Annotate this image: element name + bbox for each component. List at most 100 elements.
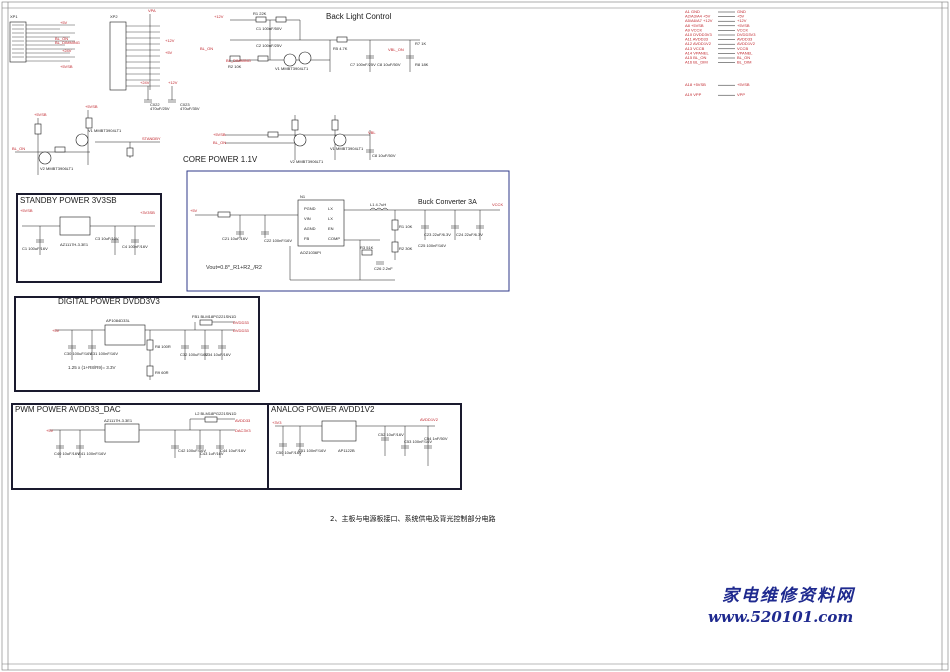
svg-text:VIN: VIN: [304, 216, 311, 221]
svg-text:C24 22uF/6.3V: C24 22uF/6.3V: [456, 232, 483, 237]
watermark: 家电维修资料网 www.520101.com: [708, 586, 856, 626]
part-label: R5 4.7K: [333, 46, 348, 51]
svg-text:L1 4.7uH: L1 4.7uH: [370, 202, 386, 207]
svg-text:FB1 BLM18PG221SN1D: FB1 BLM18PG221SN1D: [192, 314, 236, 319]
part-label: R1 22K: [253, 11, 267, 16]
part-label: C8 10uF/50V: [372, 153, 396, 158]
svg-text:STANDBY: STANDBY: [142, 136, 161, 141]
svg-text:VBL: VBL: [368, 130, 376, 135]
analog-power-section: ANALOG POWER AVDD1V2 AP1122B +3V3 AVDD1V…: [267, 403, 462, 490]
part-label: V2 MMBT3906LT1: [40, 166, 74, 171]
part-label: V1 MMBT3904LT1: [275, 66, 309, 71]
section-title-core: CORE POWER 1.1V: [183, 155, 258, 164]
svg-text:PGND: PGND: [304, 206, 316, 211]
digital-formula: 1.25 x (1+R8/R9)= 3.3V: [68, 365, 116, 370]
svg-text:C21 10uF/16V: C21 10uF/16V: [222, 236, 248, 241]
net-label: +24V: [62, 48, 72, 53]
svg-text:+5VSB: +5VSB: [213, 132, 226, 137]
svg-text:C41 100nF/16V: C41 100nF/16V: [78, 451, 106, 456]
net-label: +5V: [165, 50, 173, 55]
part-label: C8 10uF/50V: [377, 62, 401, 67]
side-net-tag: +5VSB: [737, 82, 750, 87]
side-net-name: A10 DVDD3V3: [685, 32, 712, 37]
watermark-cn: 家电维修资料网: [722, 586, 856, 606]
svg-text:C40 10uF/16V: C40 10uF/16V: [54, 451, 80, 456]
side-net-tag: +5V: [737, 14, 745, 19]
side-net-tag: VCCK: [737, 27, 748, 32]
side-net-name: A15 BL_ON: [685, 55, 706, 60]
net-label: BL_ON: [55, 36, 68, 41]
digital-in-net: +5V: [52, 328, 60, 333]
svg-text:C42 100uF/16V: C42 100uF/16V: [178, 448, 206, 453]
side-net-name: A2/A3/A4 +5V: [685, 14, 711, 19]
net-label: +5V: [60, 20, 68, 25]
svg-text:+24V: +24V: [140, 80, 150, 85]
svg-text:FB: FB: [304, 236, 309, 241]
backlight-title: Back Light Control: [326, 12, 392, 21]
side-net-tag: +12V: [737, 18, 747, 23]
side-net-name: A5/A6/A7 +12V: [685, 18, 713, 23]
side-net-name: A9 VCCK: [685, 27, 702, 32]
core-ic: [297, 199, 345, 247]
core-power-section: CORE POWER 1.1V Buck Converter 3A Vout=0…: [183, 155, 510, 292]
svg-text:470uF/25V: 470uF/25V: [150, 106, 170, 111]
side-net-tag: VPANEL: [737, 50, 753, 55]
section-title-analog: ANALOG POWER AVDD1V2: [271, 405, 375, 414]
pwm-ic-label: AZ1117H-3.3E1: [104, 418, 133, 423]
svg-text:C023: C023: [180, 102, 190, 107]
svg-text:C30 100uF/16V: C30 100uF/16V: [64, 351, 92, 356]
buck-label: Buck Converter 3A: [418, 199, 477, 206]
side-net-tag: GND: [737, 9, 746, 14]
digital-out-net: DVDD33: [233, 320, 250, 325]
svg-text:L2 BLM18PG221SN1D: L2 BLM18PG221SN1D: [195, 411, 236, 416]
backlight-switch: +5VSB BL_ON VBL V2 MMBT3906LT1 V1 MMBT39…: [213, 115, 396, 164]
part-label: R2 10K: [228, 64, 242, 69]
vbl-label: VBL_ON: [388, 47, 404, 52]
svg-text:C3 10uF/10V: C3 10uF/10V: [95, 236, 119, 241]
page-caption: 2、主板与电源板接口、系统供电及背光控制部分电路: [330, 514, 495, 523]
svg-text:LX: LX: [328, 216, 333, 221]
side-net-tag: AVDD1V2: [737, 41, 756, 46]
net-label: +5VSB: [60, 64, 73, 69]
side-net-tag: AVDD33: [737, 37, 753, 42]
net-label: +12V: [214, 14, 224, 19]
part-label: C7 100nF/25V: [350, 62, 376, 67]
pwm-power-section: PWM POWER AVDD33_DAC AZ1117H-3.3E1 +5V A…: [11, 403, 269, 490]
svg-text:R1 10K: R1 10K: [399, 224, 413, 229]
side-net-name: A19 VPP: [685, 92, 702, 97]
svg-text:C34 10uF/16V: C34 10uF/16V: [205, 352, 231, 357]
side-net-tag: DVDD3V3: [737, 32, 756, 37]
connector-xp2-label: XP2: [110, 14, 118, 19]
svg-text:+5VSB: +5VSB: [34, 112, 47, 117]
net-label: +12V: [165, 38, 175, 43]
svg-text:C26 2.2nF: C26 2.2nF: [374, 266, 393, 271]
pwm-out-net: AVDD33: [235, 418, 251, 423]
svg-text:+5VSB: +5VSB: [85, 104, 98, 109]
side-net-name: A12 AVDD1V2: [685, 41, 712, 46]
part-label: V2 MMBT3906LT1: [290, 159, 324, 164]
digital-power-section: DIGITAL POWER DVDD3V3 AP1084D33L +5V DVD…: [14, 296, 260, 392]
side-net-name: A11 AVDD33: [685, 37, 709, 42]
core-formula: Vout=0.8*_R1+R2_/R2: [206, 265, 262, 271]
svg-text:R2 30K: R2 30K: [399, 246, 413, 251]
svg-text:C50 10uF/16V: C50 10uF/16V: [276, 450, 302, 455]
side-net-tag: BL_DIM: [737, 60, 751, 65]
side-net-name: A18 +5VSB: [685, 82, 706, 87]
net-label: BL_ON: [200, 46, 213, 51]
side-net-tag: VCCB: [737, 46, 748, 51]
svg-text:C4 100nF/16V: C4 100nF/16V: [122, 244, 148, 249]
svg-text:COMP: COMP: [328, 236, 340, 241]
svg-text:LX: LX: [328, 206, 333, 211]
svg-text:C44 10uF/16V: C44 10uF/16V: [220, 448, 246, 453]
bl-on-label: BL_ON: [12, 146, 25, 151]
svg-text:C25 100nF/16V: C25 100nF/16V: [418, 243, 446, 248]
svg-text:R3 51K: R3 51K: [360, 245, 374, 250]
svg-text:C54 1nF/50V: C54 1nF/50V: [424, 436, 448, 441]
section-title-digital: DIGITAL POWER DVDD3V3: [58, 297, 160, 306]
net-label: BL_DIMMING: [55, 40, 80, 45]
analog-out-net: AVDD1V2: [420, 417, 439, 422]
part-label: R8 18K: [415, 62, 429, 67]
standby-in-net: +5VSB: [20, 208, 33, 213]
